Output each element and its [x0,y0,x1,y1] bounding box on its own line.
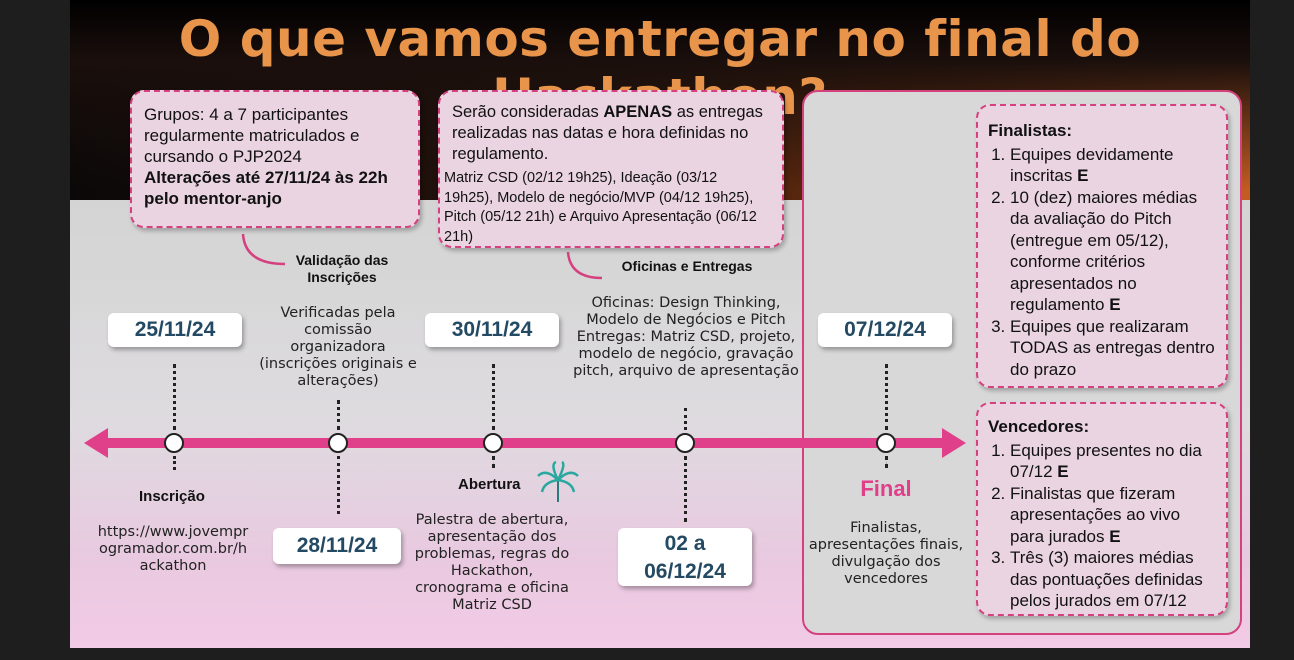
deliveries-bold: APENAS [603,103,673,121]
registration-url[interactable]: https://www.jovemprogramador.com.br/hack… [97,524,249,574]
validation-connector [241,233,286,266]
date-oficinas-line1: 02 a [664,532,706,555]
deliveries-details: Matriz CSD (02/12 19h25), Ideação (03/12… [444,170,757,245]
abertura-text: Palestra de abertura, apresentação dos p… [414,512,570,613]
list-item: Equipes que realizaram TODAS as entregas… [1010,316,1216,381]
date-final: 07/12/24 [818,313,952,347]
milestone-circle [328,433,348,453]
dotted-connector [684,408,687,430]
finalists-note: Finalistas: Equipes devidamente inscrita… [976,104,1228,388]
list-item: Três (3) maiores médias das pontuações d… [1010,547,1216,612]
dotted-connector [173,364,176,430]
milestone-circle [483,433,503,453]
validation-callout: Validação das Inscrições [295,252,389,285]
deliveries-suffix: as entregas realizadas nas datas e hora … [452,103,763,163]
dotted-connector [684,456,687,522]
list-item: Finalistas que fizeram apresentações ao … [1010,483,1216,548]
final-text: Finalistas, apresentações finais, divulg… [808,520,964,587]
date-oficinas: 02 a 06/12/24 [618,528,752,586]
milestone-circle [164,433,184,453]
date-inscricao: 25/11/24 [108,313,242,347]
workshops-text: Oficinas: Design Thinking, Modelo de Neg… [573,295,799,379]
dotted-connector [885,364,888,430]
finalists-list: Equipes devidamente inscritas E 10 (dez)… [988,144,1216,381]
date-validation: 28/11/24 [273,528,401,564]
workshops-connector [566,251,603,280]
deliveries-note: Serão consideradas APENAS as entregas re… [438,90,784,248]
dotted-connector [885,456,888,468]
winners-note: Vencedores: Equipes presentes no dia 07/… [976,402,1228,616]
milestone-circle [675,433,695,453]
deliveries-prefix: Serão consideradas [452,103,604,121]
date-oficinas-line2: 06/12/24 [644,560,726,583]
abertura-label: Abertura [458,476,521,493]
slide: O que vamos entregar no final do Hackath… [70,0,1250,648]
workshops-callout: Oficinas e Entregas [621,258,753,274]
groups-text: Grupos: 4 a 7 participantes regularmente… [144,105,360,166]
timeline-arrow [84,428,966,458]
groups-note: Grupos: 4 a 7 participantes regularmente… [130,90,420,228]
dotted-connector [337,400,340,430]
list-item: Equipes devidamente inscritas E [1010,144,1216,187]
winners-list: Equipes presentes no dia 07/12 E Finalis… [988,440,1216,612]
dotted-connector [492,364,495,430]
inscricao-label: Inscrição [139,488,205,505]
finalists-heading: Finalistas: [988,121,1073,140]
arrow-right-icon [942,428,966,458]
palm-tree-icon [537,460,579,502]
arrow-left-icon [84,428,108,458]
verified-text: Verificadas pela comissão organizadora (… [259,305,417,389]
changes-deadline: Alterações até 27/11/24 às 22h pelo ment… [144,168,388,208]
final-label: Final [860,476,912,501]
date-abertura: 30/11/24 [425,313,559,347]
dotted-connector [173,456,176,470]
list-item: Equipes presentes no dia 07/12 E [1010,440,1216,483]
winners-heading: Vencedores: [988,417,1090,436]
dotted-connector [492,456,495,468]
dotted-connector [337,456,340,514]
list-item: 10 (dez) maiores médias da avaliação do … [1010,187,1216,316]
milestone-circle [876,433,896,453]
